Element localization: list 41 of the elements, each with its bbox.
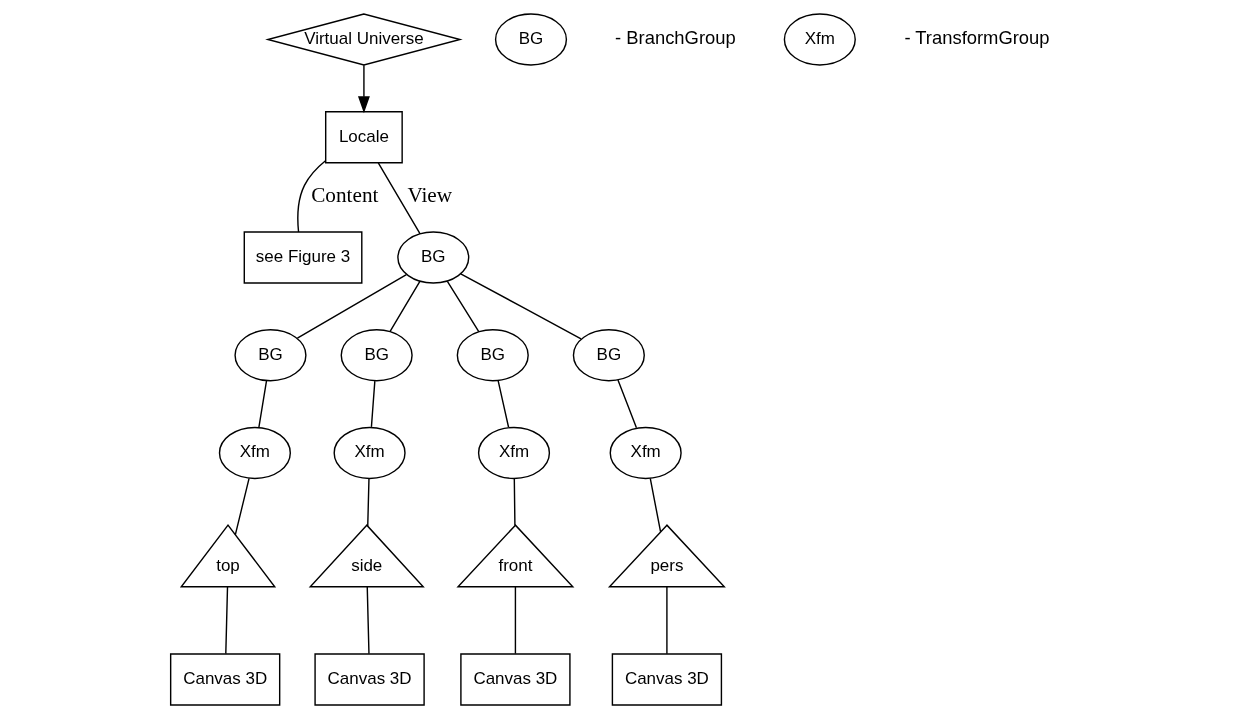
- node-ellipse: Xfm: [477, 426, 550, 480]
- connector: [257, 379, 267, 428]
- connector: [496, 379, 509, 428]
- node-ellipse: BG: [396, 231, 469, 284]
- connector: [366, 586, 370, 655]
- node-ellipse: Xfm: [333, 426, 406, 480]
- node-box: Canvas 3D: [611, 653, 722, 706]
- node-ellipse: BG: [233, 329, 307, 382]
- edge-label: Content: [310, 183, 378, 208]
- connector: [388, 280, 421, 333]
- connector: [459, 273, 582, 340]
- node-diamond: Virtual Universe: [264, 13, 463, 66]
- connector: [370, 380, 376, 428]
- connector: [296, 273, 407, 339]
- connector: [649, 477, 661, 533]
- node-ellipse: BG: [340, 329, 413, 382]
- connector: [513, 478, 516, 527]
- node-box: Canvas 3D: [169, 653, 280, 706]
- node-ellipse: BG: [494, 13, 567, 66]
- node-ellipse: Xfm: [609, 426, 682, 480]
- node-ellipse: Xfm: [783, 13, 856, 66]
- connector: [446, 280, 479, 333]
- node-box: Canvas 3D: [459, 653, 571, 706]
- connector: [224, 586, 228, 655]
- edge-label: View: [406, 183, 452, 208]
- connector: [234, 477, 250, 536]
- node-label: - TransformGroup: [903, 27, 1050, 49]
- node-box: Locale: [324, 111, 403, 164]
- node-box: Canvas 3D: [313, 653, 425, 706]
- node-label: - BranchGroup: [614, 27, 736, 49]
- connector: [665, 586, 668, 655]
- connector: [514, 586, 516, 655]
- node-ellipse: Xfm: [218, 426, 291, 480]
- arrow: [357, 64, 370, 114]
- connector: [366, 478, 370, 527]
- node-box: see Figure 3: [243, 231, 362, 284]
- connector: [296, 160, 326, 233]
- connector: [377, 162, 421, 235]
- node-ellipse: BG: [572, 329, 645, 382]
- connector: [616, 379, 637, 429]
- node-ellipse: BG: [456, 329, 529, 382]
